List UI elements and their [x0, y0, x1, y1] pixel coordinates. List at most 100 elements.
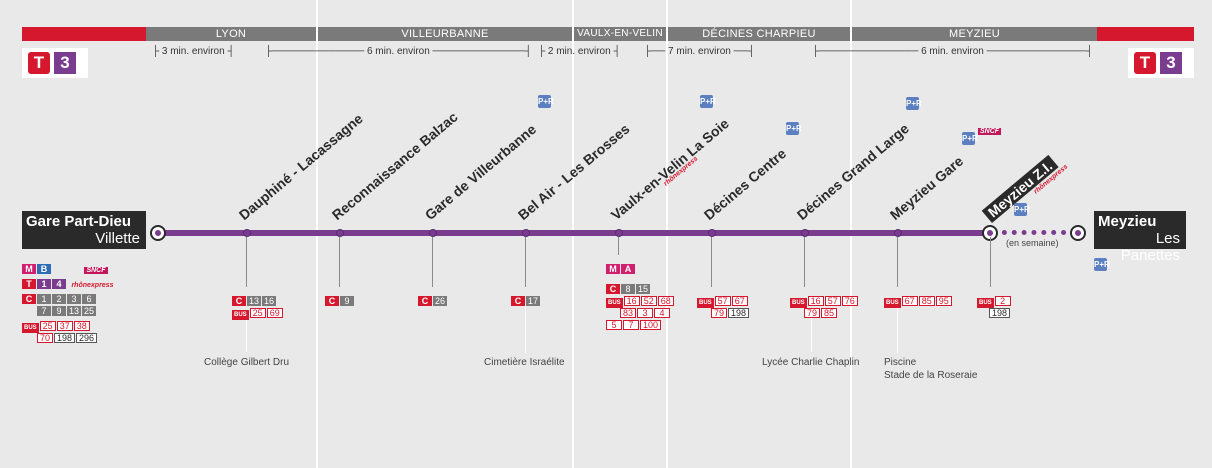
duration-2: ├───────────── 6 min. environ ──────────… — [265, 46, 532, 57]
bus-line: 85 — [821, 308, 838, 318]
bus-line: 70 — [37, 333, 54, 343]
bus-line: 37 — [56, 321, 73, 331]
poi-lycee: Lycée Charlie Chaplin — [762, 357, 860, 368]
terminus-end-name: Meyzieu — [1098, 213, 1157, 230]
bus-line: 69 — [266, 308, 283, 318]
stop-meyzieu-gare — [894, 229, 902, 237]
commune-band-decines: DÉCINES CHARPIEU — [668, 27, 850, 41]
connection-tick — [990, 237, 991, 287]
bus-icon: BUS — [977, 298, 994, 308]
metro-line: A — [621, 264, 635, 274]
commune-band-vaulx: VAULX-EN-VELIN — [574, 27, 666, 41]
bus-line: 3 — [637, 308, 654, 318]
bus-line: 68 — [657, 296, 674, 306]
bus-line: 67 — [731, 296, 748, 306]
tram-t-icon: T — [1134, 52, 1156, 74]
tram-line: 4 — [52, 279, 66, 289]
terminus-end-sub: Les Panettes — [1120, 230, 1180, 264]
c-line: 25 — [82, 306, 97, 316]
c-line: 3 — [67, 294, 81, 304]
poi-line — [246, 318, 247, 352]
connection-tick — [897, 237, 898, 287]
park-ride-icon: P+R — [906, 97, 922, 110]
bus-line: 67 — [901, 296, 918, 306]
tram-red-bar-right — [1097, 27, 1194, 41]
sncf-icon: SNCF — [84, 267, 108, 274]
c-line: 1 — [37, 294, 51, 304]
metro-line: B — [37, 264, 51, 274]
park-ride-icon: P+R — [1094, 258, 1110, 271]
commune-band-villeurbanne: VILLEURBANNE — [318, 27, 572, 41]
bus-line: 57 — [714, 296, 731, 306]
tram-line — [158, 230, 990, 236]
poi-line — [525, 305, 526, 353]
bus-line: 52 — [640, 296, 657, 306]
bus-icon: BUS — [22, 323, 39, 333]
bus-icon: BUS — [232, 310, 249, 320]
bus-line: 76 — [841, 296, 858, 306]
c-icon: C — [232, 296, 246, 306]
bus-line: 2 — [994, 296, 1011, 306]
c-line: 9 — [52, 306, 66, 316]
commune-band-lyon: LYON — [146, 27, 316, 41]
bus-line: 25 — [249, 308, 266, 318]
connection-tick — [246, 237, 247, 287]
park-ride-icon: P+R — [786, 122, 802, 135]
c-icon: C — [22, 294, 36, 304]
c-line: 15 — [636, 284, 651, 294]
bus-icon: BUS — [884, 298, 901, 308]
connection-tick — [711, 237, 712, 287]
c-line: 8 — [621, 284, 635, 294]
bus-line: 296 — [76, 333, 98, 343]
bus-line: 16 — [807, 296, 824, 306]
bus-icon: BUS — [790, 298, 807, 308]
poi-cimetiere: Cimetière Israélite — [484, 357, 565, 368]
weekday-note: (en semaine) — [1006, 238, 1059, 248]
c-line: 9 — [340, 296, 354, 306]
duration-4: ├── 7 min. environ ──┤ — [644, 46, 755, 57]
bus-line: 198 — [54, 333, 76, 343]
rhonexpress-icon: rhônexpress — [71, 282, 114, 289]
stop-reconnaissance — [336, 229, 344, 237]
terminus-start-box: Gare Part-Dieu Villette — [22, 211, 146, 249]
terminus-start-marker — [150, 225, 166, 241]
bus-line: 79 — [711, 308, 728, 318]
tram-icon: T — [22, 279, 36, 289]
poi-college: Collège Gilbert Dru — [204, 357, 290, 368]
bus-line: 83 — [620, 308, 637, 318]
bus-line: 25 — [39, 321, 56, 331]
line-number: 3 — [1160, 52, 1182, 74]
park-ride-icon: P+R — [962, 132, 978, 145]
c-line: 7 — [37, 306, 51, 316]
c-icon: C — [418, 296, 432, 306]
c-icon: C — [606, 284, 620, 294]
bus-line: 57 — [824, 296, 841, 306]
tram-red-bar-left — [22, 27, 146, 41]
terminus-end-box: Meyzieu Les Panettes — [1094, 211, 1186, 264]
c-line: 13 — [67, 306, 82, 316]
line-badge-right: T 3 — [1128, 48, 1194, 78]
bus-line: 198 — [728, 308, 750, 318]
terminus-start-name: Gare Part-Dieu — [26, 213, 132, 230]
stop-soie — [615, 229, 623, 237]
stop-decines-centre — [708, 229, 716, 237]
c-line: 6 — [82, 294, 96, 304]
connection-tick — [339, 237, 340, 287]
poi-piscine: Piscine — [884, 357, 917, 368]
park-ride-icon: P+R — [700, 95, 716, 108]
stop-villeurbanne — [429, 229, 437, 237]
metro-icon: M — [606, 264, 620, 274]
bus-line: 16 — [623, 296, 640, 306]
duration-3: ├ 2 min. environ ┤ — [538, 46, 621, 57]
park-ride-icon: P+R — [538, 95, 554, 108]
bus-line: 4 — [654, 308, 671, 318]
stop-belair — [522, 229, 530, 237]
bus-icon: BUS — [697, 298, 714, 308]
